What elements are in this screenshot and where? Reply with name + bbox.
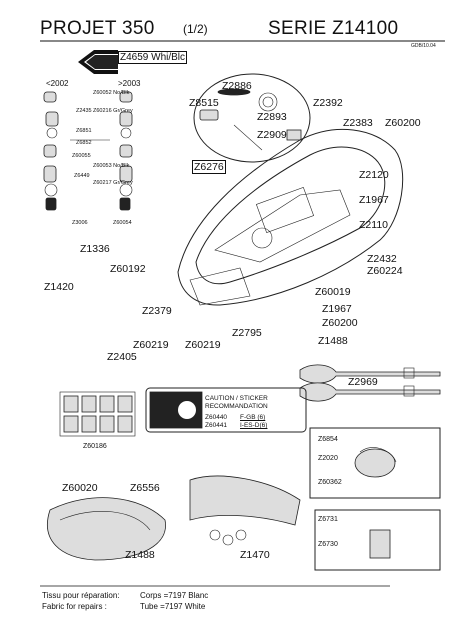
part-label: Z1336 [80, 243, 110, 255]
valve-label: Z60052 No/Blk [93, 90, 130, 96]
part-label: Z60020 [62, 482, 98, 494]
part-label: Z2969 [348, 376, 378, 388]
part-label: Z2120 [359, 169, 389, 181]
valve-label: Z6852 [76, 140, 92, 146]
part-label: Z1470 [240, 549, 270, 561]
part-label: Z60019 [315, 286, 351, 298]
part-label: Z1488 [125, 549, 155, 561]
valve-label: Z60054 [113, 220, 132, 226]
footer-fr-value: Corps =7197 Blanc [140, 591, 209, 600]
part-label: Z1967 [322, 303, 352, 315]
part-label: Z2392 [313, 97, 343, 109]
model-title: PROJET 350 [40, 18, 155, 39]
caution-z60440-lang: F-GB (6) [240, 414, 266, 421]
floor-bag [47, 497, 166, 561]
part-label: Z2795 [232, 327, 262, 339]
valve-label: Z3006 [72, 220, 88, 226]
cover-drawing [189, 475, 301, 546]
part-label: Z2893 [257, 111, 287, 123]
valve-label: Z60055 [72, 153, 91, 159]
part-label: Z60186 [83, 443, 107, 450]
oars-drawing [299, 364, 441, 402]
valves-right-header: >2003 [118, 79, 141, 88]
series-title: SERIE Z14100 [268, 18, 399, 39]
bracket-drawing [314, 509, 441, 571]
sticker-panel [59, 391, 136, 437]
caution-line1: CAUTION / STICKER [205, 395, 268, 402]
part-label: Z6276 [192, 160, 226, 174]
part-label: Z60362 [318, 479, 342, 486]
caution-line2: RECOMMANDATION [205, 403, 268, 410]
banner-label: Z4659 Whi/Blc [118, 51, 188, 64]
part-label: Z6730 [318, 541, 338, 548]
caution-z60441: Z60441 [205, 422, 228, 429]
part-label: Z2020 [318, 455, 338, 462]
part-label: Z2909 [257, 129, 287, 141]
part-label: Z6854 [318, 436, 338, 443]
part-label: Z2383 [343, 117, 373, 129]
caution-sticker [129, 339, 307, 433]
valve-label: Z2435 [76, 108, 92, 114]
valve-label: Z6851 [76, 128, 92, 134]
doc-code: GDB/10.04 [411, 43, 436, 49]
part-label: Z60192 [110, 263, 146, 275]
part-label: Z1967 [359, 194, 389, 206]
boat-hull [177, 128, 404, 306]
part-label: Z6556 [130, 482, 160, 494]
part-label: Z2379 [142, 305, 172, 317]
repair-kit-items [199, 88, 302, 151]
page-indicator: (1/2) [183, 22, 208, 36]
part-label: Z1488 [318, 335, 348, 347]
part-label: Z1420 [44, 281, 74, 293]
part-label: Z8515 [189, 97, 219, 109]
footer-en-label: Fabric for repairs : [42, 602, 107, 611]
valves-drawing [43, 91, 133, 211]
part-label: Z2432 [367, 253, 397, 265]
pump-drawing [309, 427, 441, 499]
part-label: Z60200 [385, 117, 421, 129]
valves-left-header: <2002 [46, 79, 69, 88]
valve-label: Z6449 [74, 173, 90, 179]
valve-label: Z60217 Gr/Grey [93, 180, 133, 186]
part-label: Z60224 [367, 265, 403, 277]
repair-kit-oval [193, 73, 311, 163]
part-label: Z2110 [359, 219, 388, 231]
footer-fr-label: Tissu pour réparation: [42, 591, 120, 600]
part-label: Z2405 [107, 351, 137, 363]
part-label: Z6731 [318, 516, 338, 523]
banner-arrow [78, 50, 118, 74]
caution-z60440: Z60440 [205, 414, 228, 421]
part-label: Z2886 [222, 80, 252, 92]
caution-z60441-lang: I-ES-D(6) [240, 422, 268, 429]
part-label: Z60219 [133, 339, 169, 351]
valve-label: Z60053 No/Blk [93, 163, 130, 169]
valve-label: Z60216 Gr/Grey [93, 108, 133, 114]
footer-en-value: Tube =7197 White [140, 602, 206, 611]
part-label: Z60200 [322, 317, 358, 329]
part-label: Z60219 [185, 339, 221, 351]
